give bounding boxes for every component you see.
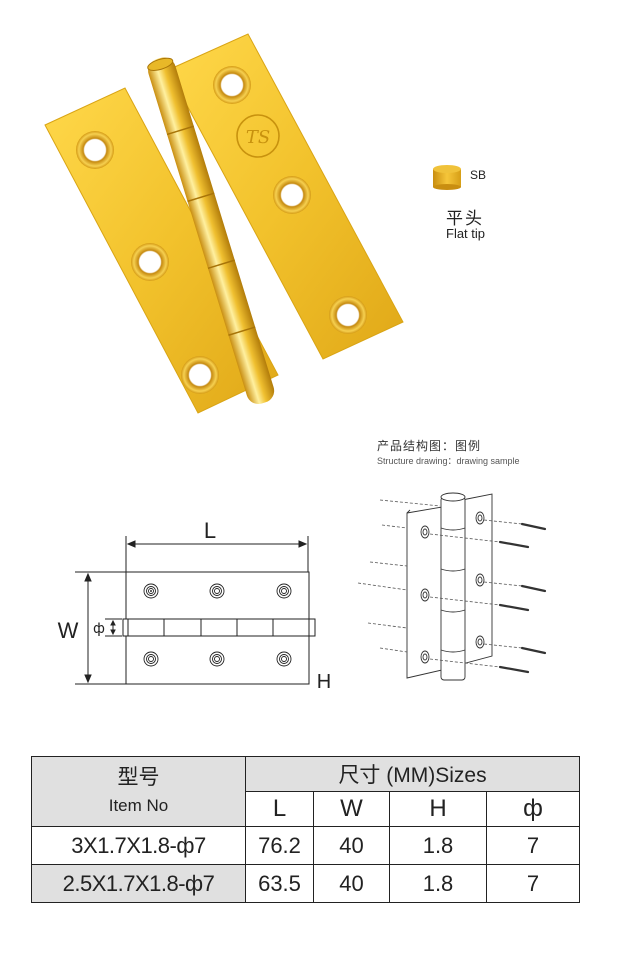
spec-table: 型号 Item No 尺寸 (MM)Sizes L W H ф 3X1.7X1.… bbox=[31, 756, 581, 903]
brand-logo: TS bbox=[246, 127, 270, 148]
diameter-cell: 7 bbox=[485, 826, 581, 865]
dim-label-height: H bbox=[317, 671, 331, 693]
item-no-header: 型号 Item No bbox=[31, 756, 246, 827]
tip-type-en: Flat tip bbox=[446, 226, 486, 241]
item-no-header-en: Item No bbox=[108, 795, 169, 815]
col-header-w: W bbox=[313, 791, 390, 827]
dim-label-width: W bbox=[58, 618, 79, 643]
assembly-drawing bbox=[357, 492, 547, 681]
finish-code: SB bbox=[470, 168, 487, 182]
width-cell: 40 bbox=[313, 826, 390, 865]
dim-label-diameter: ф bbox=[93, 621, 105, 637]
finish-swatch-icon bbox=[433, 165, 461, 190]
height-cell: 1.8 bbox=[389, 864, 487, 903]
item-no-cell: 2.5X1.7X1.8-ф7 bbox=[31, 864, 246, 903]
dim-label-length: L bbox=[204, 518, 216, 543]
diameter-cell: 7 bbox=[485, 864, 581, 903]
length-cell: 63.5 bbox=[245, 864, 314, 903]
item-no-header-cn: 型号 bbox=[117, 764, 160, 789]
table-row: 3X1.7X1.8-ф7 76.2 40 1.8 7 bbox=[31, 826, 581, 865]
col-header-l: L bbox=[245, 791, 314, 827]
item-no-cell: 3X1.7X1.8-ф7 bbox=[31, 826, 246, 865]
table-row: 2.5X1.7X1.8-ф7 63.5 40 1.8 7 bbox=[31, 864, 581, 903]
hinge-product-photo: TS bbox=[44, 33, 404, 414]
col-header-phi: ф bbox=[485, 791, 581, 827]
width-cell: 40 bbox=[313, 864, 390, 903]
sizes-header: 尺寸 (MM)Sizes bbox=[244, 756, 581, 792]
col-header-h: H bbox=[389, 791, 487, 827]
dimension-drawing: L W ф H bbox=[58, 518, 332, 693]
height-cell: 1.8 bbox=[389, 826, 487, 865]
length-cell: 76.2 bbox=[245, 826, 314, 865]
structure-title-cn: 产品结构图：图例 bbox=[377, 439, 482, 453]
structure-title-en: Structure drawing：drawing sample bbox=[377, 456, 520, 466]
tip-type-cn: 平头 bbox=[446, 209, 484, 229]
